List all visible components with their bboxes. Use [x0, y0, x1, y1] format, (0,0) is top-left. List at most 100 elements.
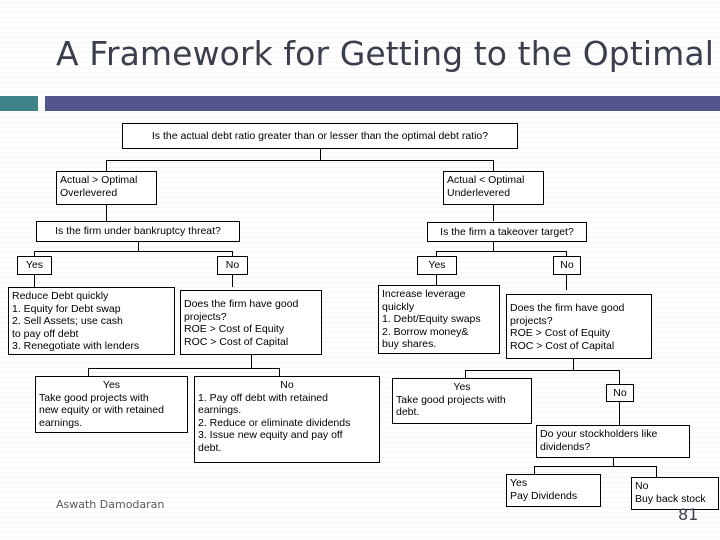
left-sub-no-line1: 1. Pay off debt with retained — [198, 391, 328, 404]
header-bar — [45, 96, 720, 111]
left-sub-yes-line1: Take good projects with — [39, 391, 149, 404]
dividend-no-line1: No — [635, 480, 649, 492]
connector-right-yes-down — [436, 275, 437, 285]
dividend-no-line2: Buy back stock — [635, 492, 706, 505]
right-yes-action-line1: Increase leverage — [382, 288, 466, 300]
connector-right-yesno-split — [436, 251, 567, 252]
left-no-question-line3: ROE > Cost of Equity — [184, 323, 285, 335]
connector-root-to-left — [106, 160, 107, 171]
node-right-no-question[interactable]: Does the firm have good projects? ROE > … — [506, 294, 652, 359]
connector-subno-to-dividend — [619, 402, 620, 425]
node-left-question[interactable]: Is the firm under bankruptcy threat? — [36, 221, 240, 242]
connector-left-sub-split — [88, 368, 280, 369]
right-no-label-text: No — [560, 259, 574, 272]
connector-left-noq-stem — [251, 355, 252, 368]
left-yes-action-line4: to pay off debt — [12, 327, 79, 340]
node-left-yes-label[interactable]: Yes — [17, 256, 52, 275]
right-state-line1: Actual < Optimal — [447, 174, 525, 186]
right-yes-action-line4: 2. Borrow money& — [382, 325, 469, 338]
left-state-line2: Overlevered — [60, 186, 118, 199]
right-no-question-line3: ROE > Cost of Equity — [510, 327, 611, 339]
connector-root-stem — [320, 149, 321, 160]
node-right-yes-label[interactable]: Yes — [417, 256, 457, 275]
connector-right-noq-stem — [573, 359, 574, 370]
left-yes-action-line3: 2. Sell Assets; use cash — [12, 315, 123, 327]
right-question-text: Is the firm a takeover target? — [440, 225, 574, 238]
left-yes-action-line2: 1. Equity for Debt swap — [12, 302, 121, 315]
connector-dividend-yes-drop — [534, 466, 535, 474]
left-no-question-line4: ROC > Cost of Capital — [184, 335, 289, 348]
node-left-sub-yes[interactable]: Yes Take good projects with new equity o… — [35, 376, 188, 433]
connector-dividend-stem — [613, 458, 614, 466]
connector-dividend-no-drop — [656, 466, 657, 477]
right-sub-yes-line2: debt. — [396, 406, 420, 418]
page-number: 81 — [678, 505, 699, 524]
node-right-no-label[interactable]: No — [553, 256, 581, 275]
left-sub-no-line4: 3. Issue new equity and pay off — [198, 429, 343, 441]
left-sub-yes-line3: earnings. — [39, 416, 83, 429]
node-dividend-yes[interactable]: Yes Pay Dividends — [506, 474, 601, 507]
node-left-no-label[interactable]: No — [217, 256, 248, 275]
connector-right-sub-no-drop — [619, 370, 620, 384]
connector-left-yes-down — [34, 275, 35, 287]
connector-left-sub-yes-drop — [88, 368, 89, 376]
left-no-question-line1: Does the firm have good — [184, 298, 299, 310]
node-right-yes-action[interactable]: Increase leverage quickly 1. Debt/Equity… — [378, 285, 500, 354]
connector-root-split — [106, 160, 494, 161]
connector-left-question-stem — [138, 242, 139, 251]
connector-left-no-down — [232, 275, 233, 287]
right-yes-action-line5: buy shares. — [382, 338, 437, 350]
accent-square — [0, 96, 38, 111]
node-dividend-no[interactable]: No Buy back stock — [631, 477, 719, 510]
connector-right-to-no — [566, 251, 567, 256]
right-sub-yes-line1: Take good projects with — [396, 393, 506, 406]
left-yes-label-text: Yes — [25, 259, 44, 272]
left-sub-no-line3: 2. Reduce or eliminate dividends — [198, 416, 351, 429]
right-yes-action-line2: quickly — [382, 300, 415, 313]
connector-right-state-to-question — [493, 205, 494, 221]
page-title: A Framework for Getting to the Optimal — [56, 34, 714, 73]
left-no-label-text: No — [225, 259, 240, 272]
dividend-yes-line1: Yes — [510, 477, 528, 489]
node-right-question[interactable]: Is the firm a takeover target? — [427, 222, 587, 242]
dividend-yes-line2: Pay Dividends — [510, 489, 578, 502]
left-no-question-line2: projects? — [184, 310, 227, 323]
connector-right-sub-split — [465, 370, 620, 371]
connector-left-to-yes — [34, 251, 35, 256]
connector-left-to-no — [232, 251, 233, 256]
dividend-question-line1: Do your stockholders like — [540, 428, 658, 440]
right-no-question-line1: Does the firm have good — [510, 302, 625, 314]
connector-dividend-split — [534, 466, 657, 467]
connector-right-to-yes — [436, 251, 437, 256]
left-sub-no-line5: debt. — [198, 441, 222, 454]
footer-author: Aswath Damodaran — [56, 498, 165, 511]
left-sub-no-header: No — [280, 379, 294, 391]
connector-right-question-stem — [493, 242, 494, 251]
node-right-state[interactable]: Actual < Optimal Underlevered — [443, 171, 544, 205]
node-left-sub-no[interactable]: No 1. Pay off debt with retained earning… — [194, 376, 380, 463]
connector-left-state-to-question — [106, 205, 107, 221]
node-dividend-question[interactable]: Do your stockholders like dividends? — [536, 425, 690, 458]
left-state-line1: Actual > Optimal — [60, 174, 138, 186]
node-right-sub-yes[interactable]: Yes Take good projects with debt. — [392, 378, 532, 424]
root-question-text: Is the actual debt ratio greater than or… — [151, 129, 489, 142]
node-left-state[interactable]: Actual > Optimal Overlevered — [56, 171, 157, 205]
left-sub-yes-header: Yes — [102, 379, 121, 391]
connector-left-sub-no-drop — [279, 368, 280, 376]
right-no-question-line4: ROC > Cost of Capital — [510, 339, 615, 352]
connector-root-to-right — [493, 160, 494, 171]
right-sub-no-label-text: No — [613, 386, 627, 399]
node-root-question[interactable]: Is the actual debt ratio greater than or… — [122, 123, 518, 149]
connector-right-sub-yes-drop — [465, 370, 466, 378]
left-yes-action-line5: 3. Renegotiate with lenders — [12, 340, 140, 352]
right-yes-label-text: Yes — [428, 259, 446, 272]
dividend-question-line2: dividends? — [540, 440, 591, 453]
left-sub-no-line2: earnings. — [198, 404, 242, 416]
right-no-question-line2: projects? — [510, 314, 553, 327]
left-yes-action-line1: Reduce Debt quickly — [12, 290, 109, 302]
node-left-no-question[interactable]: Does the firm have good projects? ROE > … — [180, 290, 322, 355]
node-left-yes-action[interactable]: Reduce Debt quickly 1. Equity for Debt s… — [8, 287, 175, 355]
right-yes-action-line3: 1. Debt/Equity swaps — [382, 313, 481, 325]
node-right-sub-no-label[interactable]: No — [606, 384, 634, 402]
